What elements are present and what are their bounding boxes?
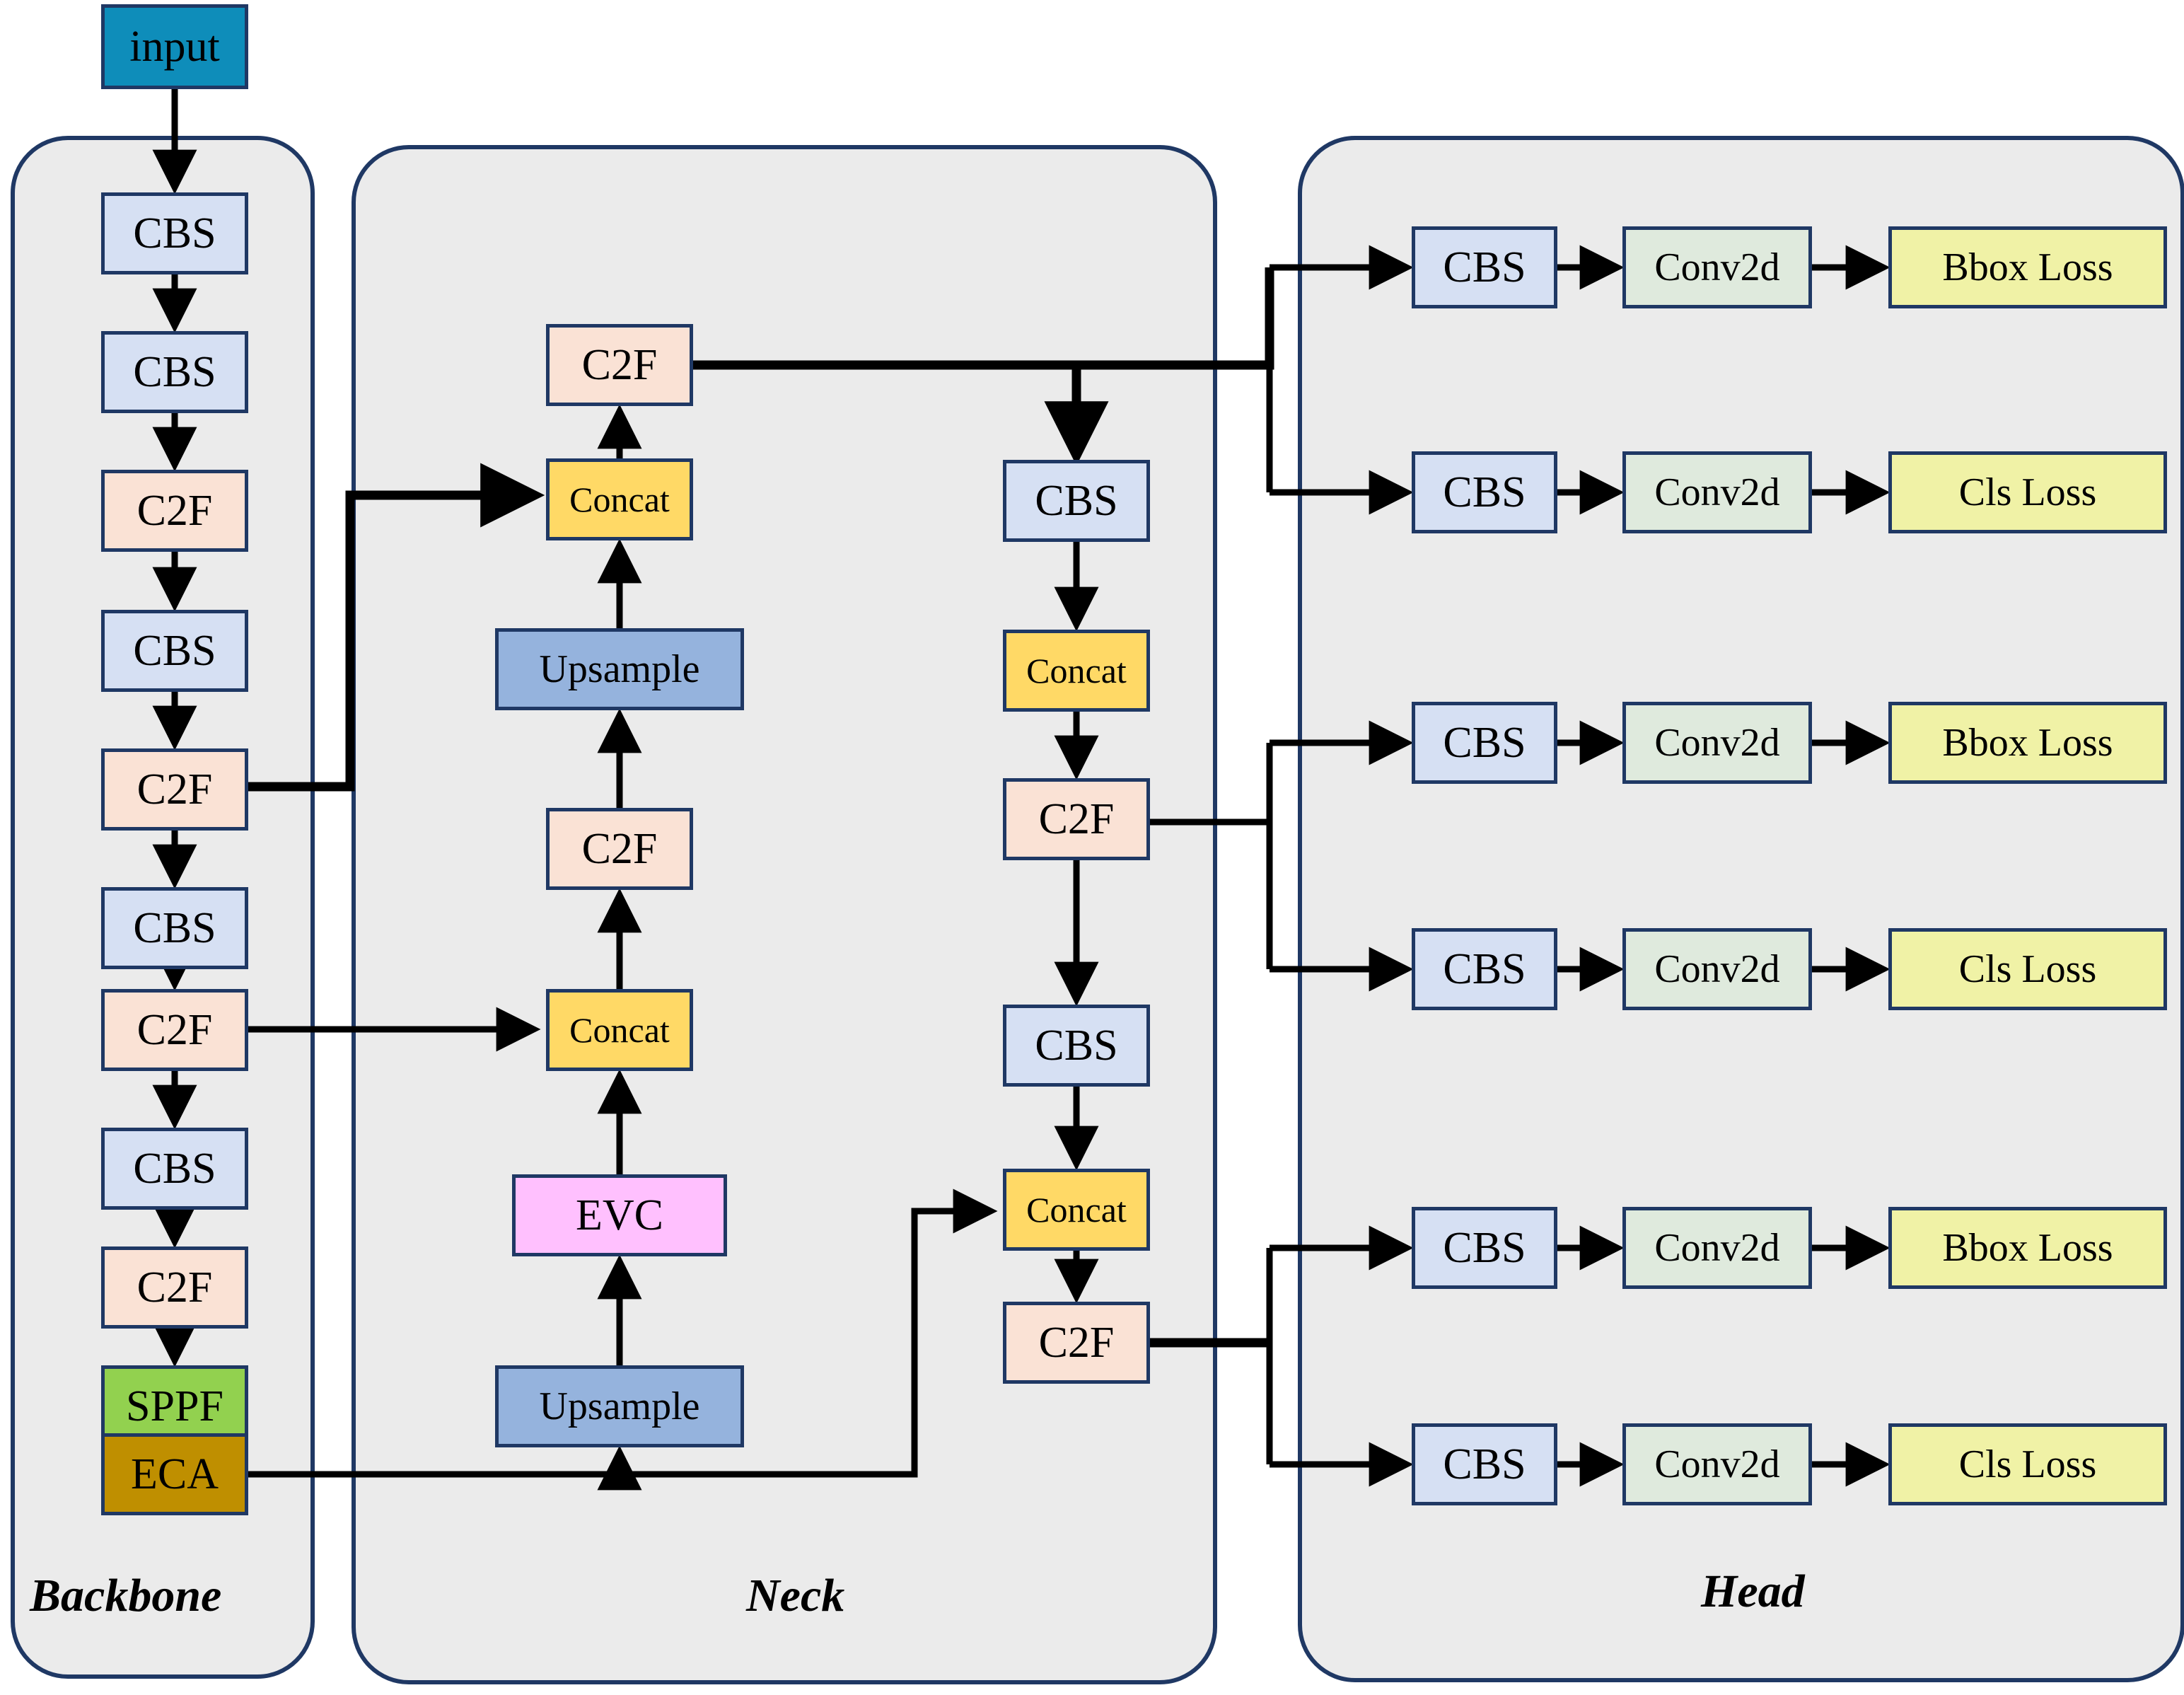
node-hd_cbs_1[interactable]: CBS <box>1412 226 1557 308</box>
node-hd_ls_3[interactable]: Bbox Loss <box>1888 702 2167 784</box>
node-bb_c2f2[interactable]: C2F <box>101 748 248 831</box>
node-label: CBS <box>1035 1022 1118 1070</box>
node-bb_cbs4[interactable]: CBS <box>101 887 248 969</box>
node-label: C2F <box>136 1263 213 1312</box>
node-bb_eca[interactable]: ECA <box>101 1433 248 1515</box>
node-nk_evc[interactable]: EVC <box>512 1174 727 1256</box>
node-hd_cbs_3[interactable]: CBS <box>1412 702 1557 784</box>
node-label: C2F <box>581 825 658 873</box>
node-label: C2F <box>136 1006 213 1054</box>
edge-bb_eca-to-nk_cc_b <box>248 1188 998 1478</box>
node-input[interactable]: input <box>101 4 248 89</box>
node-label: Cls Loss <box>1958 470 2097 514</box>
node-label: CBS <box>133 348 216 396</box>
node-hd_cv_3[interactable]: Conv2d <box>1622 702 1812 784</box>
node-label: CBS <box>1035 477 1118 525</box>
node-label: C2F <box>1038 1319 1115 1367</box>
node-hd_cbs_5[interactable]: CBS <box>1412 1207 1557 1289</box>
node-label: Conv2d <box>1654 1442 1780 1486</box>
node-nk_cbs_b[interactable]: CBS <box>1003 1005 1150 1087</box>
node-label: CBS <box>133 209 216 258</box>
node-label: Concat <box>569 1010 670 1050</box>
node-bb_c2f1[interactable]: C2F <box>101 470 248 552</box>
node-label: CBS <box>133 904 216 952</box>
node-hd_cv_5[interactable]: Conv2d <box>1622 1207 1812 1289</box>
node-hd_cv_1[interactable]: Conv2d <box>1622 226 1812 308</box>
node-label: input <box>129 23 220 71</box>
node-label: CBS <box>1443 719 1526 767</box>
node-nk_cc_a[interactable]: Concat <box>1003 630 1150 712</box>
node-hd_cbs_2[interactable]: CBS <box>1412 451 1557 533</box>
node-label: CBS <box>1443 468 1526 516</box>
edge-nk_c2f_top-to-nk_cbs_a <box>693 360 1109 466</box>
node-label: CBS <box>1443 1440 1526 1488</box>
node-hd_cbs_4[interactable]: CBS <box>1412 928 1557 1010</box>
node-label: EVC <box>576 1191 663 1239</box>
node-label: CBS <box>1443 945 1526 993</box>
node-hd_cv_2[interactable]: Conv2d <box>1622 451 1812 533</box>
node-label: Conv2d <box>1654 721 1780 765</box>
node-bb_cbs5[interactable]: CBS <box>101 1128 248 1210</box>
node-nk_cbs_a[interactable]: CBS <box>1003 460 1150 542</box>
lbl-backbone: Backbone <box>30 1570 222 1621</box>
node-nk_up_top[interactable]: Upsample <box>495 628 744 710</box>
node-label: Concat <box>569 480 670 519</box>
node-label: Bbox Loss <box>1942 1226 2113 1270</box>
node-hd_cv_6[interactable]: Conv2d <box>1622 1423 1812 1505</box>
node-bb_c2f3[interactable]: C2F <box>101 989 248 1071</box>
node-bb_cbs2[interactable]: CBS <box>101 331 248 413</box>
node-label: Upsample <box>539 1384 700 1428</box>
lbl-head: Head <box>1701 1566 1805 1617</box>
node-nk_c2f_mid[interactable]: C2F <box>546 808 693 890</box>
node-label: C2F <box>1038 795 1115 843</box>
node-nk_c2f_b[interactable]: C2F <box>1003 1302 1150 1384</box>
node-label: Conv2d <box>1654 470 1780 514</box>
node-label: CBS <box>1443 1224 1526 1272</box>
lbl-neck: Neck <box>746 1570 845 1621</box>
node-label: C2F <box>581 341 658 389</box>
node-bb_cbs1[interactable]: CBS <box>101 192 248 274</box>
node-label: CBS <box>1443 243 1526 291</box>
node-nk_cc_mid[interactable]: Concat <box>546 989 693 1071</box>
node-label: CBS <box>133 627 216 675</box>
node-label: Cls Loss <box>1958 947 2097 991</box>
node-label: SPPF <box>126 1382 223 1430</box>
node-hd_ls_2[interactable]: Cls Loss <box>1888 451 2167 533</box>
node-label: ECA <box>131 1450 219 1498</box>
node-nk_cc_b[interactable]: Concat <box>1003 1169 1150 1251</box>
node-hd_ls_4[interactable]: Cls Loss <box>1888 928 2167 1010</box>
node-label: Cls Loss <box>1958 1442 2097 1486</box>
node-hd_ls_5[interactable]: Bbox Loss <box>1888 1207 2167 1289</box>
node-hd_cbs_6[interactable]: CBS <box>1412 1423 1557 1505</box>
node-label: C2F <box>136 765 213 814</box>
node-label: Upsample <box>539 647 700 691</box>
node-bb_c2f4[interactable]: C2F <box>101 1246 248 1329</box>
edge-nk_c2f_top-to-head-branch-1 <box>693 267 1274 370</box>
node-label: Bbox Loss <box>1942 721 2113 765</box>
node-bb_cbs3[interactable]: CBS <box>101 610 248 692</box>
node-label: Conv2d <box>1654 1226 1780 1270</box>
node-label: Conv2d <box>1654 245 1780 289</box>
node-nk_cc_top[interactable]: Concat <box>546 458 693 540</box>
node-label: Concat <box>1026 651 1127 690</box>
node-nk_up_bot[interactable]: Upsample <box>495 1365 744 1447</box>
node-label: Bbox Loss <box>1942 245 2113 289</box>
node-label: C2F <box>136 487 213 535</box>
node-hd_ls_1[interactable]: Bbox Loss <box>1888 226 2167 308</box>
node-hd_cv_4[interactable]: Conv2d <box>1622 928 1812 1010</box>
edge-bb_c2f2-to-nk_cc_top <box>248 463 545 792</box>
node-label: Conv2d <box>1654 947 1780 991</box>
node-nk_c2f_a[interactable]: C2F <box>1003 778 1150 860</box>
node-hd_ls_6[interactable]: Cls Loss <box>1888 1423 2167 1505</box>
node-label: Concat <box>1026 1190 1127 1230</box>
node-nk_c2f_top[interactable]: C2F <box>546 324 693 406</box>
node-label: CBS <box>133 1145 216 1193</box>
